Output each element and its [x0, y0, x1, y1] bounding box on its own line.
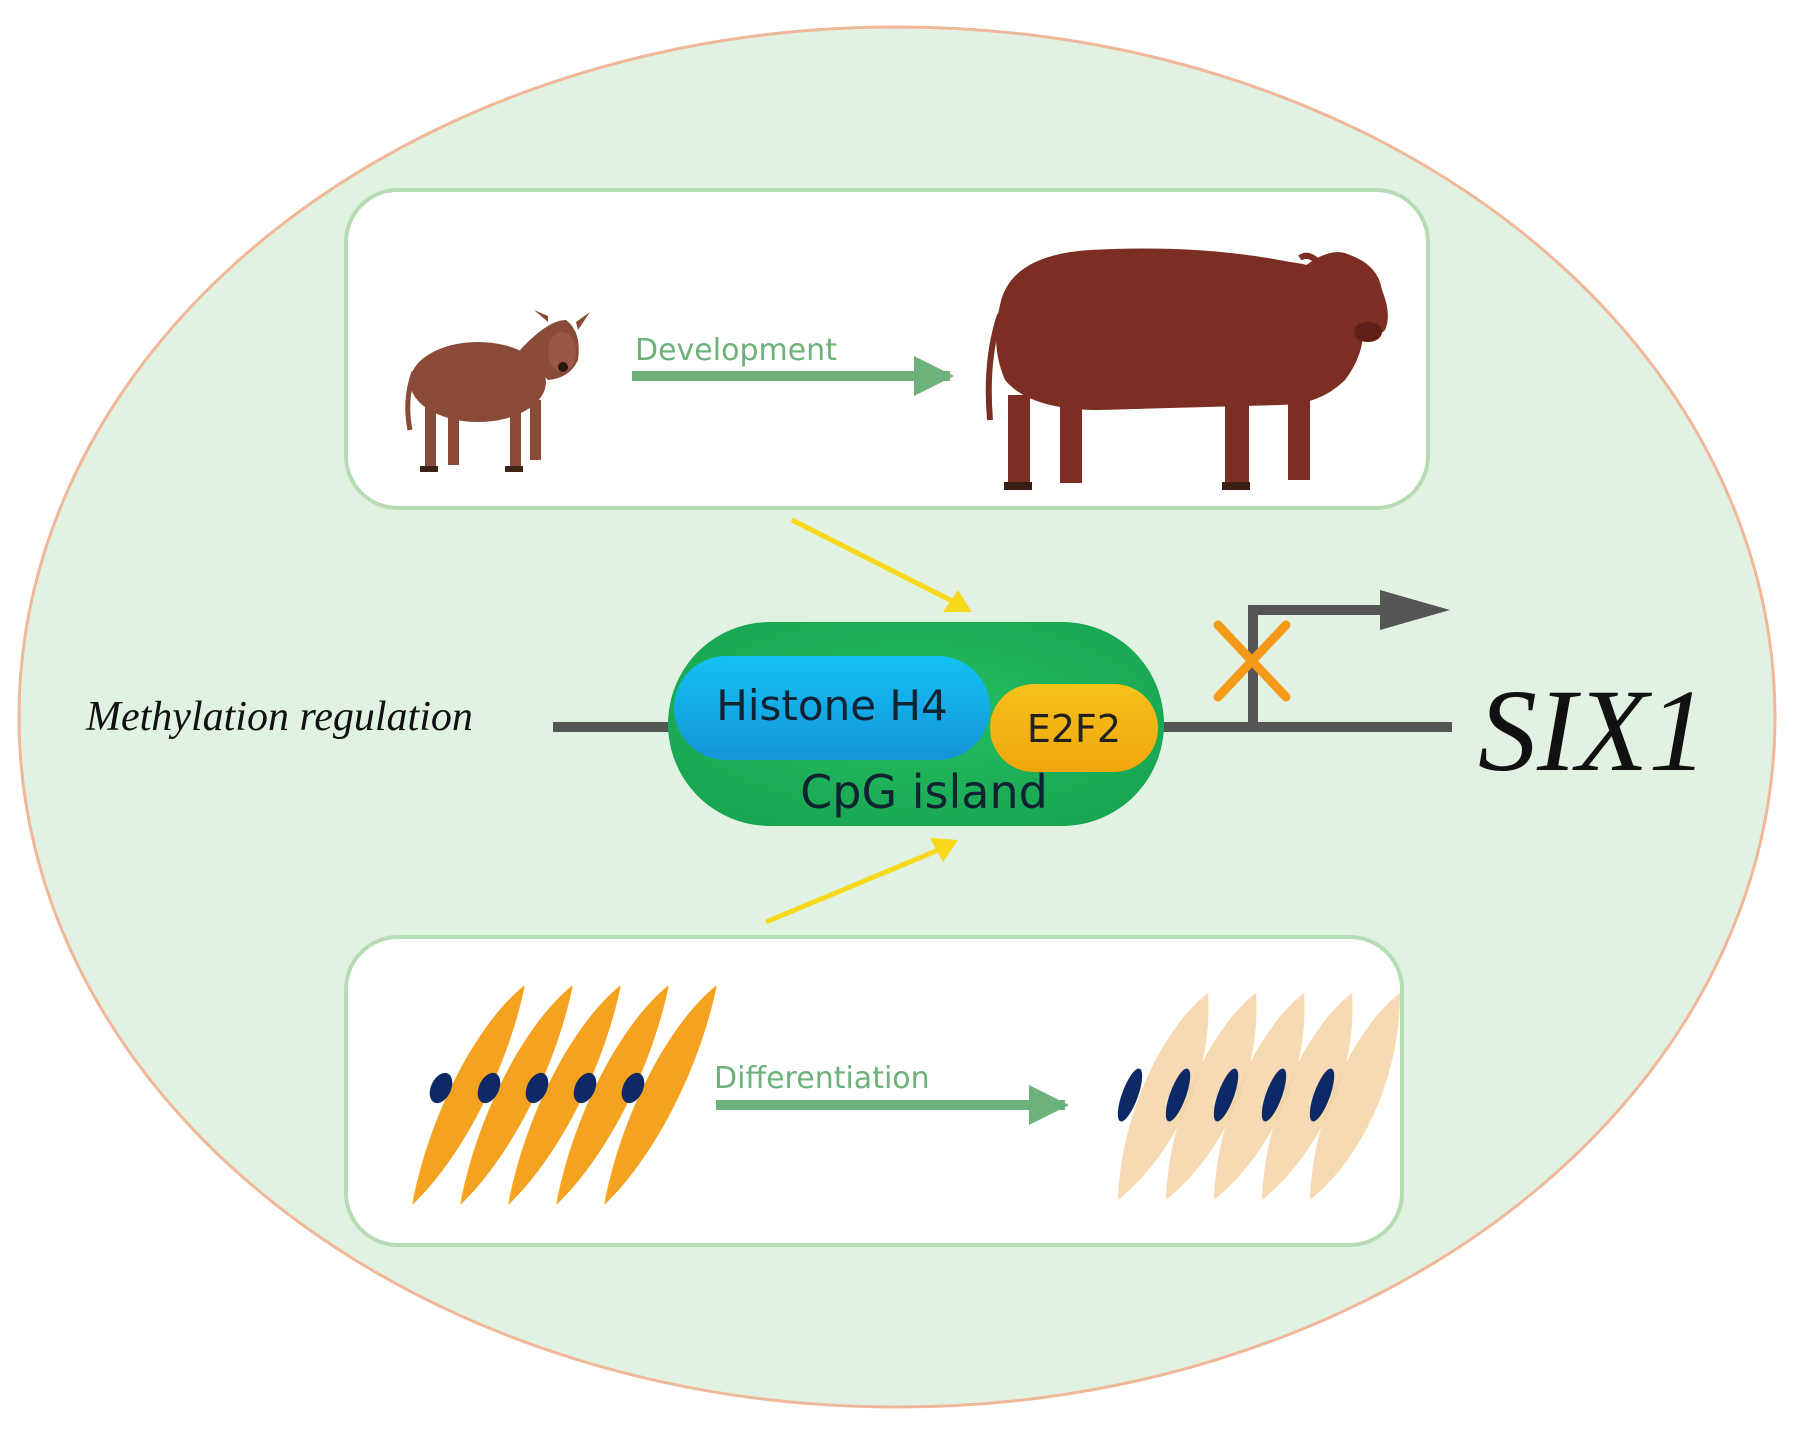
methylation-label: Methylation regulation — [85, 694, 473, 740]
six1-gene-label: SIX1 — [1478, 665, 1707, 796]
differentiation-panel: Differentiation — [344, 935, 1404, 1247]
histone-h4-shape — [674, 656, 990, 760]
myoblast-cells — [412, 985, 717, 1205]
cpg-island-label: CpG island — [800, 765, 1048, 819]
bull-image — [985, 248, 1388, 490]
development-panel: Development — [344, 188, 1430, 510]
differentiation-to-cpg-arrow — [765, 843, 949, 925]
block-x-icon — [1213, 620, 1291, 702]
e2f2-label: E2F2 — [1027, 707, 1121, 751]
differentiation-to-cpg-arrowhead — [930, 838, 958, 862]
development-label: Development — [635, 333, 837, 368]
development-to-cpg-arrow — [790, 517, 962, 608]
myotube-cells — [1117, 993, 1400, 1200]
development-to-cpg-arrowhead — [943, 590, 972, 612]
transcription-arrow-icon — [1248, 590, 1450, 727]
calf-image — [405, 310, 590, 472]
differentiation-label: Differentiation — [714, 1061, 930, 1096]
histone-h4-label: Histone H4 — [716, 681, 947, 730]
e2f2-shape — [990, 684, 1158, 772]
cpg-island-complex: Histone H4 E2F2 CpG island — [668, 622, 1164, 826]
